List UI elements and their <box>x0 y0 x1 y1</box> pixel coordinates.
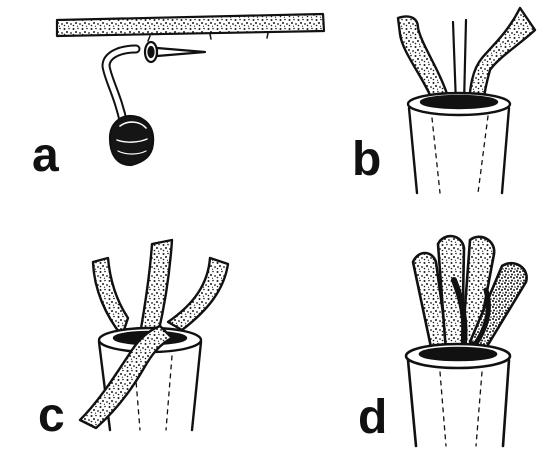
panel-label-d: d <box>358 394 387 442</box>
panel-c-drawing <box>80 240 228 430</box>
cylinder-body <box>409 108 509 193</box>
strand-left <box>398 16 449 104</box>
strand-right <box>469 8 535 104</box>
strand-c-middle <box>140 240 172 334</box>
strand-c-right <box>168 258 228 330</box>
bulb <box>110 116 153 165</box>
strand-c-left <box>93 258 128 336</box>
branch <box>57 14 324 36</box>
panel-label-c: c <box>38 392 65 440</box>
panel-d-drawing <box>406 236 527 446</box>
panel-b-drawing <box>398 8 535 193</box>
cylinder-d-body <box>408 360 509 446</box>
center-rod <box>453 20 466 104</box>
panel-label-a: a <box>32 132 59 180</box>
panel-label-b: b <box>352 136 381 184</box>
needle-tip <box>157 48 205 56</box>
panel-a-drawing <box>57 14 324 165</box>
